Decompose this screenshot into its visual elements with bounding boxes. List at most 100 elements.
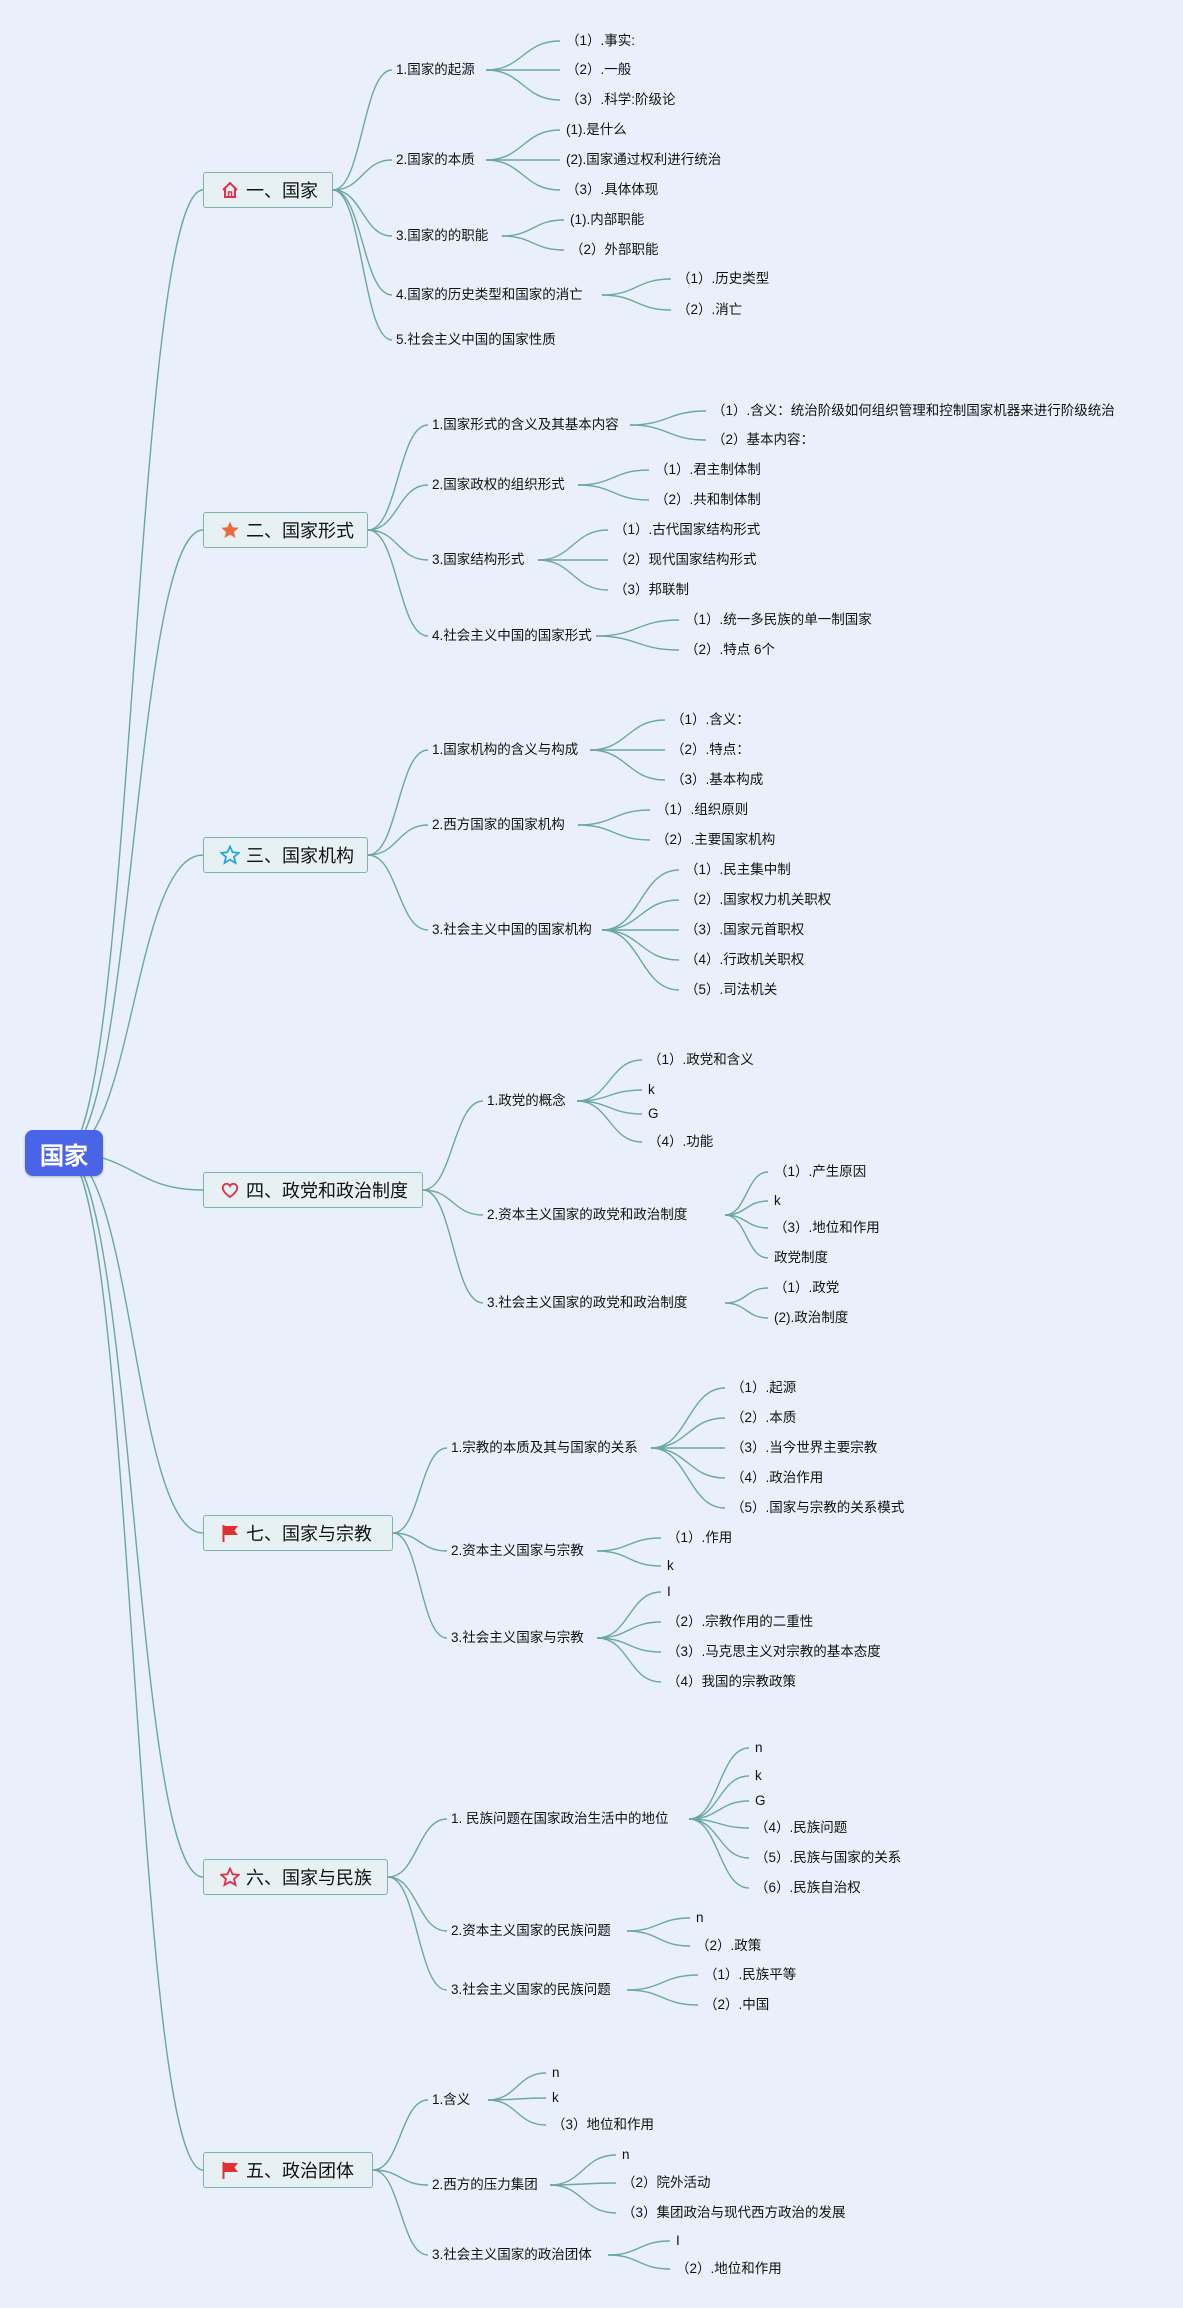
leaf-node[interactable]: （2）.特点 6个 xyxy=(685,642,776,657)
main-node-b2[interactable]: 二、国家形式 xyxy=(203,512,368,548)
leaf-node[interactable]: I xyxy=(667,1584,671,1599)
sub-node[interactable]: 2.西方国家的国家机构 xyxy=(432,817,565,832)
leaf-node[interactable]: G xyxy=(755,1793,766,1808)
leaf-node[interactable]: （1）.含义：统治阶级如何组织管理和控制国家机器来进行阶级统治 xyxy=(712,403,1115,418)
leaf-node[interactable]: (2).政治制度 xyxy=(774,1310,849,1325)
leaf-node[interactable]: （4）.行政机关职权 xyxy=(685,952,805,967)
leaf-node[interactable]: （2）.一般 xyxy=(566,62,632,77)
sub-node[interactable]: 3.社会主义中国的国家机构 xyxy=(432,922,592,937)
sub-node[interactable]: 1.国家形式的含义及其基本内容 xyxy=(432,417,619,432)
leaf-node[interactable]: （1）.政党 xyxy=(774,1280,840,1295)
sub-node[interactable]: 3.社会主义国家的政治团体 xyxy=(432,2247,592,2262)
leaf-node[interactable]: （5）.司法机关 xyxy=(685,982,778,997)
leaf-node[interactable]: （1）.历史类型 xyxy=(677,271,770,286)
leaf-node[interactable]: （1）.政党和含义 xyxy=(648,1052,754,1067)
leaf-node[interactable]: （6）.民族自治权 xyxy=(755,1880,861,1895)
sub-node[interactable]: 1.政党的概念 xyxy=(487,1093,566,1108)
leaf-node[interactable]: (1).内部职能 xyxy=(570,212,645,227)
leaf-node[interactable]: n xyxy=(696,1910,704,1925)
leaf-node[interactable]: （1）.起源 xyxy=(731,1380,797,1395)
sub-node[interactable]: 3.国家结构形式 xyxy=(432,552,525,567)
leaf-node[interactable]: （1）.民主集中制 xyxy=(685,862,791,877)
sub-node[interactable]: 1.宗教的本质及其与国家的关系 xyxy=(451,1440,638,1455)
sub-node[interactable]: 3.社会主义国家的民族问题 xyxy=(451,1982,611,1997)
leaf-node[interactable]: k xyxy=(667,1558,674,1573)
leaf-node[interactable]: I xyxy=(676,2233,680,2248)
sub-node[interactable]: 3.社会主义国家与宗教 xyxy=(451,1630,584,1645)
leaf-node[interactable]: （1）.古代国家结构形式 xyxy=(614,522,761,537)
leaf-node[interactable]: （5）.民族与国家的关系 xyxy=(755,1850,902,1865)
sub-node[interactable]: 4.国家的历史类型和国家的消亡 xyxy=(396,287,583,302)
leaf-node[interactable]: （3）.地位和作用 xyxy=(774,1220,880,1235)
leaf-node[interactable]: （3）.当今世界主要宗教 xyxy=(731,1440,878,1455)
leaf-node[interactable]: （4）.功能 xyxy=(648,1134,714,1149)
leaf-node[interactable]: G xyxy=(648,1106,659,1121)
leaf-node[interactable]: k xyxy=(755,1768,762,1783)
sub-node[interactable]: 2.资本主义国家的民族问题 xyxy=(451,1923,611,1938)
leaf-node[interactable]: （3）邦联制 xyxy=(614,582,690,597)
leaf-node[interactable]: （2）.中国 xyxy=(704,1997,770,2012)
leaf-node[interactable]: (1).是什么 xyxy=(566,122,627,137)
leaf-node[interactable]: k xyxy=(774,1193,781,1208)
leaf-node[interactable]: k xyxy=(648,1082,655,1097)
leaf-node[interactable]: （2）现代国家结构形式 xyxy=(614,552,757,567)
leaf-node[interactable]: （3）.基本构成 xyxy=(671,772,764,787)
main-node-b3[interactable]: 三、国家机构 xyxy=(203,837,368,873)
sub-node[interactable]: 2.国家的本质 xyxy=(396,152,475,167)
sub-node[interactable]: 2.资本主义国家的政党和政治制度 xyxy=(487,1207,688,1222)
leaf-node[interactable]: （3）.国家元首职权 xyxy=(685,922,805,937)
leaf-node[interactable]: （2）.宗教作用的二重性 xyxy=(667,1614,814,1629)
leaf-node[interactable]: （2）外部职能 xyxy=(570,242,659,257)
leaf-node[interactable]: （2）.特点： xyxy=(671,742,750,757)
leaf-node[interactable]: （1）.统一多民族的单一制国家 xyxy=(685,612,872,627)
leaf-node[interactable]: （5）.国家与宗教的关系模式 xyxy=(731,1500,905,1515)
leaf-node[interactable]: （2）院外活动 xyxy=(622,2175,711,2190)
sub-node[interactable]: 1. 民族问题在国家政治生活中的地位 xyxy=(451,1811,669,1826)
main-node-b4[interactable]: 四、政党和政治制度 xyxy=(203,1172,423,1208)
leaf-node[interactable]: （4）.政治作用 xyxy=(731,1470,824,1485)
leaf-node[interactable]: (2).国家通过权利进行统治 xyxy=(566,152,722,167)
leaf-node[interactable]: （3）地位和作用 xyxy=(552,2117,655,2132)
main-node-b1[interactable]: 一、国家 xyxy=(203,172,333,208)
leaf-node[interactable]: n xyxy=(552,2065,560,2080)
leaf-node[interactable]: （2）.主要国家机构 xyxy=(656,832,776,847)
leaf-node[interactable]: （4）.民族问题 xyxy=(755,1820,848,1835)
leaf-node[interactable]: （2）基本内容： xyxy=(712,432,815,447)
sub-node[interactable]: 1.国家的起源 xyxy=(396,62,475,77)
sub-node[interactable]: 5.社会主义中国的国家性质 xyxy=(396,332,556,347)
leaf-node[interactable]: （2）.消亡 xyxy=(677,302,743,317)
leaf-node[interactable]: （1）.含义： xyxy=(671,712,750,727)
sub-node[interactable]: 2.国家政权的组织形式 xyxy=(432,477,565,492)
root-node[interactable]: 国家 xyxy=(25,1130,103,1176)
leaf-node[interactable]: （2）.地位和作用 xyxy=(676,2261,782,2276)
leaf-node[interactable]: （1）.民族平等 xyxy=(704,1967,797,1982)
leaf-node[interactable]: （1）.作用 xyxy=(667,1530,733,1545)
sub-node[interactable]: 3.国家的的职能 xyxy=(396,228,489,243)
leaf-node[interactable]: （2）.政策 xyxy=(696,1938,762,1953)
sub-node[interactable]: 3.社会主义国家的政党和政治制度 xyxy=(487,1295,688,1310)
leaf-node[interactable]: （3）.马克思主义对宗教的基本态度 xyxy=(667,1644,881,1659)
leaf-node[interactable]: （3）.具体体现 xyxy=(566,182,659,197)
sub-node[interactable]: 1.含义 xyxy=(432,2092,471,2107)
leaf-node[interactable]: （1）.君主制体制 xyxy=(655,462,761,477)
leaf-node[interactable]: （2）.共和制体制 xyxy=(655,492,761,507)
sub-node[interactable]: 2.资本主义国家与宗教 xyxy=(451,1543,584,1558)
leaf-node[interactable]: （2）.本质 xyxy=(731,1410,797,1425)
leaf-node[interactable]: （1）.组织原则 xyxy=(656,802,749,817)
leaf-node[interactable]: （1）.事实: xyxy=(566,33,636,48)
leaf-node[interactable]: （1）.产生原因 xyxy=(774,1164,867,1179)
main-node-b6[interactable]: 六、国家与民族 xyxy=(203,1859,388,1895)
leaf-node[interactable]: （3）集团政治与现代西方政治的发展 xyxy=(622,2205,846,2220)
sub-node[interactable]: 2.西方的压力集团 xyxy=(432,2177,538,2192)
leaf-node[interactable]: 政党制度 xyxy=(774,1250,828,1265)
leaf-node[interactable]: n xyxy=(622,2147,630,2162)
leaf-node[interactable]: n xyxy=(755,1740,763,1755)
main-node-b5[interactable]: 七、国家与宗教 xyxy=(203,1515,393,1551)
leaf-node[interactable]: k xyxy=(552,2090,559,2105)
leaf-node[interactable]: （2）.国家权力机关职权 xyxy=(685,892,832,907)
main-node-b7[interactable]: 五、政治团体 xyxy=(203,2152,373,2188)
leaf-node[interactable]: （3）.科学:阶级论 xyxy=(566,92,676,107)
sub-node[interactable]: 4.社会主义中国的国家形式 xyxy=(432,628,592,643)
sub-node[interactable]: 1.国家机构的含义与构成 xyxy=(432,742,579,757)
leaf-node[interactable]: （4）我国的宗教政策 xyxy=(667,1674,797,1689)
